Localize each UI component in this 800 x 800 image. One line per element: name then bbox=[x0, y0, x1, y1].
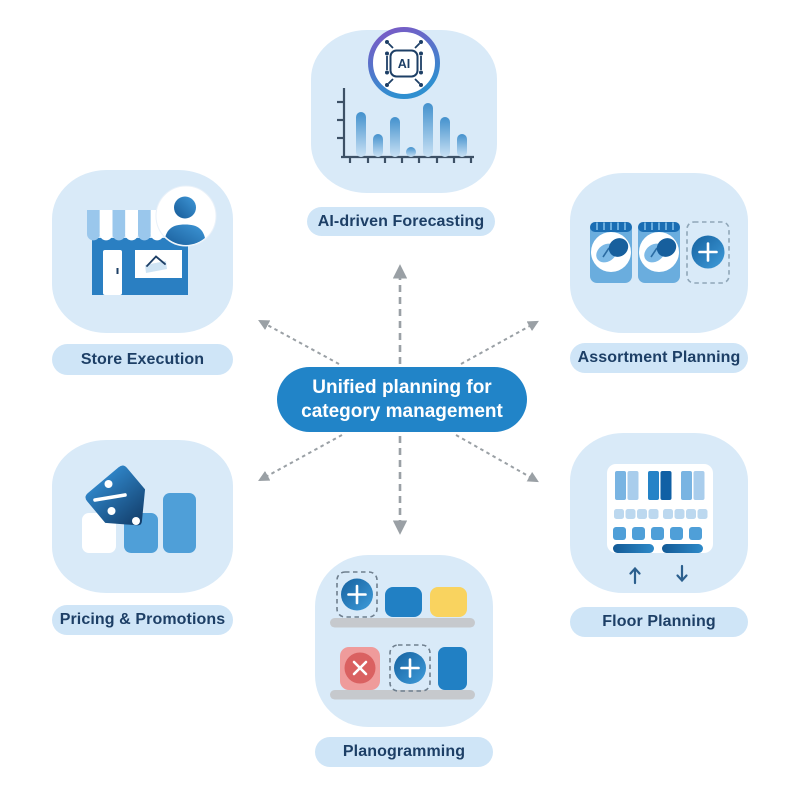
store-door bbox=[103, 250, 122, 295]
tile-assortment-planning bbox=[570, 173, 748, 333]
arrow-down-icon bbox=[676, 564, 688, 583]
tile-pricing-promotions bbox=[52, 440, 233, 593]
center-title-line2: category management bbox=[301, 400, 503, 422]
label-planogramming: Planogramming bbox=[315, 737, 493, 767]
ai-chip-badge: AI bbox=[367, 26, 441, 100]
arrow-up-icon bbox=[629, 566, 641, 585]
tag-hole bbox=[132, 517, 140, 525]
label-store-execution: Store Execution bbox=[52, 344, 233, 375]
add-slot-dashed-box bbox=[389, 644, 431, 692]
ai-chip-label: AI bbox=[398, 57, 411, 71]
shelves-icon bbox=[330, 571, 475, 700]
label-pricing-promotions: Pricing & Promotions bbox=[52, 605, 233, 635]
product-block-yellow bbox=[430, 587, 467, 617]
arrow-to-assortment bbox=[460, 320, 539, 365]
add-plus-icon bbox=[394, 652, 426, 684]
label-ai-forecasting: AI-driven Forecasting bbox=[307, 207, 495, 236]
tile-floor-planning bbox=[570, 433, 748, 593]
add-plus-icon bbox=[341, 578, 373, 611]
product-block-blue bbox=[385, 587, 422, 617]
storefront-icon bbox=[87, 185, 217, 295]
add-slot-dashed-box bbox=[336, 571, 378, 618]
person-avatar bbox=[155, 185, 217, 247]
discount-tag-icon bbox=[82, 465, 196, 553]
ai-chip-icon: AI bbox=[368, 27, 440, 99]
floor-layout-icon bbox=[607, 464, 713, 585]
product-block-tall bbox=[438, 647, 467, 690]
tile-planogramming bbox=[315, 555, 493, 727]
arrow-to-store-execution bbox=[258, 319, 340, 365]
remove-item-icon bbox=[340, 647, 380, 690]
label-assortment-planning: Assortment Planning bbox=[570, 343, 748, 373]
tile-store-execution bbox=[52, 170, 233, 333]
division-sign bbox=[93, 480, 127, 515]
arrow-to-floor-planning bbox=[455, 434, 539, 483]
label-floor-planning: Floor Planning bbox=[570, 607, 748, 637]
center-pill: Unified planning for category management bbox=[277, 367, 527, 432]
add-plus-icon bbox=[691, 235, 725, 269]
center-title-line1: Unified planning for bbox=[312, 376, 492, 398]
bar-chart-icon bbox=[337, 88, 474, 163]
product-packages-icon bbox=[590, 221, 730, 284]
store-window bbox=[135, 250, 182, 278]
arrow-to-pricing bbox=[258, 434, 343, 482]
